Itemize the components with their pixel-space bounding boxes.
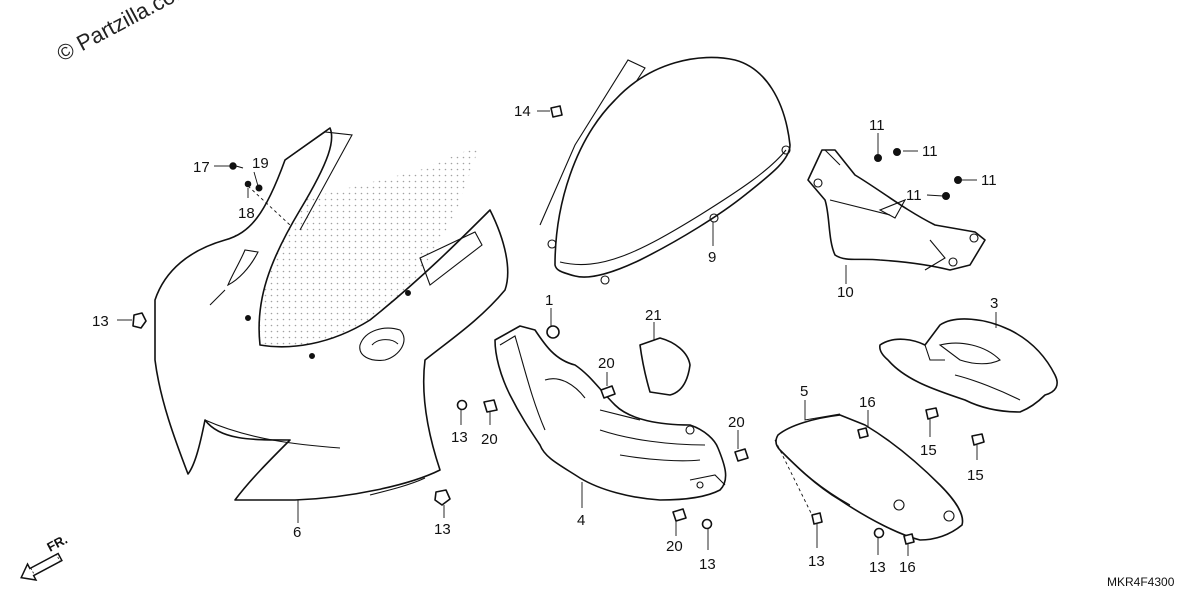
callout-16-a: 16	[859, 394, 876, 411]
nut-19[interactable]	[255, 184, 263, 192]
watermark: © Partzilla.com	[53, 0, 196, 66]
callout-13-part4-bottom: 13	[699, 556, 716, 573]
side-cover-part-5[interactable]	[774, 414, 964, 541]
bolt-13-part5-left[interactable]	[811, 512, 823, 525]
callout-20-c: 20	[728, 414, 745, 431]
callout-13-part4-left: 13	[451, 429, 468, 446]
bolt-13-part5-right[interactable]	[873, 527, 885, 539]
screw-15-lower[interactable]	[971, 433, 985, 446]
screw-15-upper[interactable]	[925, 407, 939, 420]
bolt-13-part4-bottom[interactable]	[701, 518, 713, 530]
callout-20-d: 20	[666, 538, 683, 555]
callout-13-part5-left: 13	[808, 553, 825, 570]
callout-19: 19	[252, 155, 269, 172]
callout-13-left: 13	[92, 313, 109, 330]
clip-20-b[interactable]	[483, 399, 498, 413]
lower-cowl-part-4[interactable]	[494, 325, 727, 501]
clip-20-d[interactable]	[672, 508, 687, 522]
callout-13-part5-right: 13	[869, 559, 886, 576]
grille-part-21[interactable]	[639, 337, 691, 396]
callout-18: 18	[238, 205, 255, 222]
callout-4: 4	[577, 512, 585, 529]
callout-20-b: 20	[481, 431, 498, 448]
callout-21: 21	[645, 307, 662, 324]
callout-3: 3	[990, 295, 998, 312]
callout-1: 1	[545, 292, 553, 309]
callout-20-a: 20	[598, 355, 615, 372]
clip-14[interactable]	[550, 105, 563, 118]
callout-11-a: 11	[869, 117, 885, 134]
callout-6: 6	[293, 524, 301, 541]
inner-panel-part-10[interactable]	[807, 149, 986, 271]
screw-16-upper[interactable]	[857, 427, 869, 439]
callout-11-d: 11	[981, 172, 997, 189]
callout-11-b: 11	[922, 143, 938, 160]
bolt-13-lower-cowl[interactable]	[434, 489, 451, 506]
callout-15-b: 15	[967, 467, 984, 484]
diagram-code: MKR4F4300	[1107, 575, 1175, 589]
windscreen-part-9[interactable]	[539, 56, 791, 285]
callout-14: 14	[514, 103, 531, 120]
washer-18[interactable]	[244, 180, 252, 188]
bolt-13-part4-left[interactable]	[456, 399, 468, 411]
callout-11-c: 11	[906, 187, 922, 204]
callout-9: 9	[708, 249, 716, 266]
bolt-13-left[interactable]	[132, 312, 147, 329]
callout-17: 17	[193, 159, 210, 176]
clip-20-a[interactable]	[600, 385, 616, 399]
air-duct-part-3[interactable]	[879, 318, 1058, 413]
callout-13-cowl: 13	[434, 521, 451, 538]
direction-label: FR.	[44, 532, 70, 555]
front-direction-arrow	[20, 552, 63, 581]
screws-11[interactable]	[874, 148, 962, 200]
screw-17[interactable]	[229, 162, 244, 170]
arrow-icon	[20, 552, 63, 581]
front-cowl-part-6[interactable]	[154, 127, 509, 501]
callout-16-b: 16	[899, 559, 916, 576]
callout-10: 10	[837, 284, 854, 301]
screw-16-lower[interactable]	[903, 533, 915, 545]
clip-20-c[interactable]	[734, 448, 749, 462]
callout-15-a: 15	[920, 442, 937, 459]
callout-5: 5	[800, 383, 808, 400]
cap-1[interactable]	[546, 325, 560, 339]
